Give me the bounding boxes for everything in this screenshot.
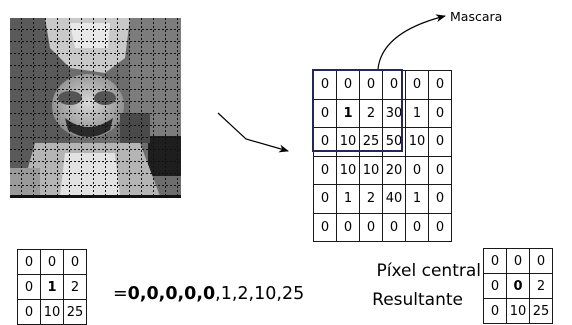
image-matrix-cell: 0 bbox=[405, 70, 429, 100]
result-matrix-cell: 0 bbox=[506, 273, 530, 299]
mask-matrix-cell: 10 bbox=[40, 299, 64, 325]
result-matrix-cell: 0 bbox=[506, 248, 530, 274]
mask-matrix-cell: 0 bbox=[63, 249, 87, 275]
image-matrix-cell: 0 bbox=[313, 212, 337, 242]
result-matrix-cell: 25 bbox=[529, 298, 553, 324]
image-matrix-cell: 20 bbox=[382, 155, 406, 185]
mask-label: Mascara bbox=[450, 9, 503, 24]
image-matrix-cell: 0 bbox=[428, 155, 452, 185]
mask-highlight-box bbox=[312, 69, 403, 152]
mask-matrix-cell: 1 bbox=[40, 274, 64, 300]
sequence-bold-zeros: 0,0,0,0,0 bbox=[127, 284, 216, 304]
mask-matrix-cell: 25 bbox=[63, 299, 87, 325]
sorted-sequence: =0,0,0,0,0,1,2,10,25 bbox=[113, 284, 304, 304]
image-matrix-cell: 2 bbox=[359, 184, 383, 214]
central-pixel-label: Píxel central bbox=[376, 261, 481, 281]
mask-matrix-cell: 2 bbox=[63, 274, 87, 300]
mask-matrix-cell: 0 bbox=[40, 249, 64, 275]
sequence-equals: = bbox=[113, 284, 128, 304]
photo-baseline bbox=[10, 195, 181, 198]
image-matrix-cell: 0 bbox=[428, 212, 452, 242]
photo-panel bbox=[10, 18, 181, 196]
image-matrix-cell: 10 bbox=[359, 155, 383, 185]
image-matrix-cell: 0 bbox=[313, 184, 337, 214]
result-matrix-cell: 10 bbox=[506, 298, 530, 324]
image-matrix-cell: 0 bbox=[428, 184, 452, 214]
result-matrix-cell: 0 bbox=[483, 248, 507, 274]
result-matrix-cell: 0 bbox=[529, 248, 553, 274]
image-matrix-cell: 1 bbox=[405, 98, 429, 128]
resultant-label: Resultante bbox=[372, 290, 463, 310]
image-matrix-cell: 0 bbox=[428, 98, 452, 128]
result-matrix-cell: 2 bbox=[529, 273, 553, 299]
image-matrix-cell: 0 bbox=[382, 212, 406, 242]
image-matrix-cell: 1 bbox=[405, 184, 429, 214]
image-matrix-cell: 0 bbox=[359, 212, 383, 242]
image-matrix-cell: 1 bbox=[336, 184, 360, 214]
image-matrix-cell: 0 bbox=[405, 212, 429, 242]
sequence-rest: ,1,2,10,25 bbox=[215, 284, 305, 304]
mask-matrix-cell: 0 bbox=[17, 299, 41, 325]
mask-label-arrow bbox=[377, 14, 446, 70]
image-matrix-cell: 0 bbox=[313, 155, 337, 185]
image-matrix-cell: 0 bbox=[428, 127, 452, 157]
result-matrix-cell: 0 bbox=[483, 298, 507, 324]
image-matrix-cell: 40 bbox=[382, 184, 406, 214]
image-matrix-cell: 0 bbox=[405, 155, 429, 185]
image-matrix-cell: 0 bbox=[336, 212, 360, 242]
image-matrix-cell: 0 bbox=[428, 70, 452, 100]
image-matrix-cell: 0 bbox=[313, 70, 337, 100]
grayscale-photo bbox=[10, 18, 181, 196]
photo-to-matrix-arrow bbox=[217, 112, 289, 153]
mask-matrix-cell: 0 bbox=[17, 249, 41, 275]
mask-matrix-cell: 0 bbox=[17, 274, 41, 300]
image-matrix-cell: 10 bbox=[336, 155, 360, 185]
image-matrix-cell: 10 bbox=[405, 127, 429, 157]
result-matrix-cell: 0 bbox=[483, 273, 507, 299]
